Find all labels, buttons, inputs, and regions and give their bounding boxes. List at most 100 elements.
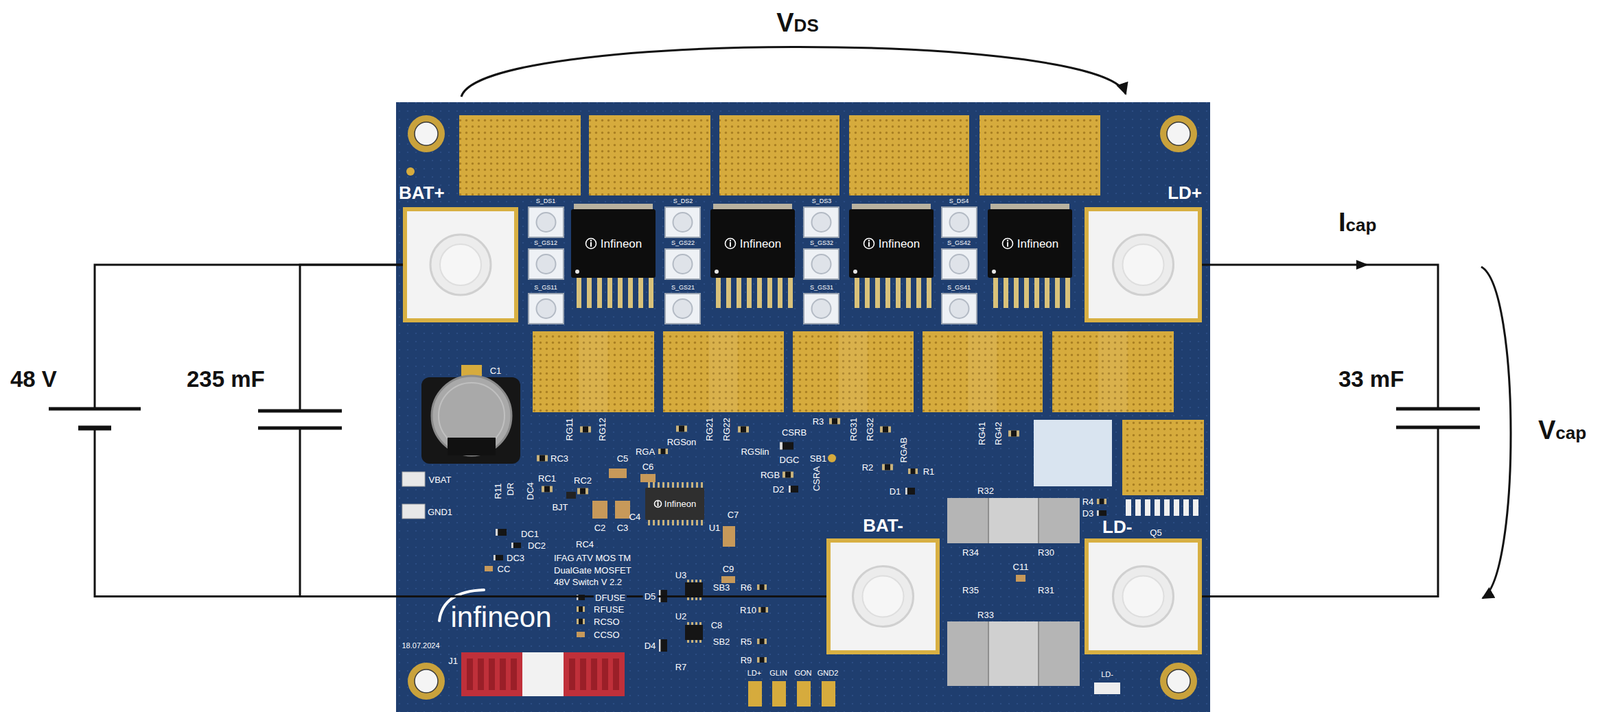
silkscreen-label: DFUSE (593, 593, 627, 604)
ic-part (685, 582, 703, 598)
mounting-hole (407, 115, 445, 153)
silkscreen-label: C9 (722, 564, 735, 574)
silkscreen-label: SB1 (809, 454, 828, 464)
capacitor-symbol (255, 406, 345, 434)
silkscreen-label: GND1 (427, 507, 453, 517)
solder-pad (402, 472, 425, 487)
mosfet-package: Infineon (849, 209, 934, 278)
resistor-symbol (737, 426, 749, 434)
logo-mark (1006, 242, 1009, 248)
silkscreen-label: D2 (772, 485, 785, 495)
silkscreen-label: R35 (962, 586, 979, 596)
via-texture (396, 102, 1211, 712)
logo-mark (1002, 238, 1013, 250)
diode-part (788, 485, 799, 493)
test-pad (949, 299, 970, 319)
smd-component (615, 501, 631, 519)
test-pad (665, 249, 701, 280)
diode-part (495, 529, 507, 537)
resistor-symbol (578, 606, 583, 613)
capacitor-symbol: 235 mF (255, 406, 345, 434)
mosfet-pin (1044, 276, 1050, 309)
silkscreen-label: SB3 (713, 583, 731, 593)
silkscreen-label: CSRB (781, 428, 807, 438)
mosfet-package: Infineon (571, 209, 656, 278)
mounting-hole (1160, 663, 1198, 701)
mounting-hole (1166, 669, 1191, 694)
ic-pin (687, 597, 690, 601)
silkscreen-label: DC1 (520, 529, 539, 539)
silkscreen-label: D5 (643, 591, 658, 602)
silkscreen-label: RG41 (977, 422, 987, 446)
part-label: 33 mF (1338, 367, 1404, 391)
mosfet-pin (726, 276, 732, 309)
silkscreen-label: U3 (675, 571, 688, 581)
resistor-symbol (759, 584, 765, 591)
circuit-wire (94, 434, 827, 598)
smd-component (1096, 499, 1107, 505)
mosfet-pin (1034, 276, 1040, 309)
ic-pin (699, 640, 702, 644)
silkscreen-label: RCSO (593, 617, 620, 627)
resistor-symbol (758, 607, 769, 613)
mosfet-pin (926, 276, 932, 309)
silkscreen-label: RC1 (538, 474, 556, 484)
test-pad (528, 207, 564, 238)
smd-component (658, 639, 668, 653)
silkscreen-label: C6 (642, 462, 655, 472)
ic-pin (699, 580, 702, 583)
pcb-board (396, 102, 1211, 712)
smd-component (908, 468, 918, 475)
smd-component (829, 418, 841, 425)
silkscreen-label: R5 (740, 637, 753, 647)
resistor-symbol (761, 607, 767, 613)
shunt-resistor (947, 621, 1080, 687)
silkscreen-label: LD- (1100, 671, 1114, 679)
silkscreen-label: R31 (1037, 586, 1055, 596)
silkscreen-label: GND2 (817, 669, 839, 678)
mounting-hole (407, 663, 445, 701)
logo-mark (863, 238, 874, 250)
smd-component (779, 442, 794, 451)
ic-part (685, 625, 703, 641)
capacitor-part (484, 566, 493, 572)
silkscreen-label: J1 (448, 656, 458, 666)
silkscreen-label: 48V Switch V 2.2 (553, 577, 622, 587)
test-pad (528, 249, 564, 280)
smd-component (576, 606, 585, 613)
terminal-ring (430, 234, 491, 296)
test-point-label: S_GS42 (947, 240, 971, 247)
current-label: Icap (1338, 209, 1377, 236)
mosfet-pin (1024, 276, 1029, 309)
header-pin (1164, 499, 1170, 517)
mosfet-pin (885, 276, 891, 309)
drain-pad (459, 115, 581, 196)
part-label: Infineon (1017, 238, 1060, 250)
diode-part (658, 639, 661, 653)
mosfet-pin (787, 276, 793, 309)
silkscreen-label: RG11 (564, 418, 574, 442)
resistor-symbol (676, 426, 688, 433)
logo-mark (862, 237, 876, 250)
source-pad (922, 331, 1043, 413)
logo-mark (590, 239, 592, 241)
silkscreen-label: DR (505, 483, 515, 497)
terminal-ring (407, 211, 515, 319)
smd-component (536, 455, 548, 462)
silkscreen-label: C7 (727, 510, 740, 520)
circuit-wire (94, 264, 403, 401)
part-label: LD- (1102, 518, 1132, 537)
test-pad (536, 212, 556, 233)
test-pad (673, 299, 693, 319)
silkscreen-label: R32 (977, 486, 994, 496)
mounting-hole (407, 663, 445, 701)
resistor-symbol (785, 472, 791, 479)
capacitor-part (721, 576, 736, 584)
smd-component (882, 464, 894, 471)
terminal-ring (1122, 576, 1165, 618)
resistor-symbol (658, 448, 668, 455)
smd-component (879, 426, 891, 434)
capacitor-symbol: 33 mF (1393, 404, 1483, 433)
silkscreen-label: CSRA (812, 466, 821, 492)
resistor-symbol (577, 488, 589, 495)
